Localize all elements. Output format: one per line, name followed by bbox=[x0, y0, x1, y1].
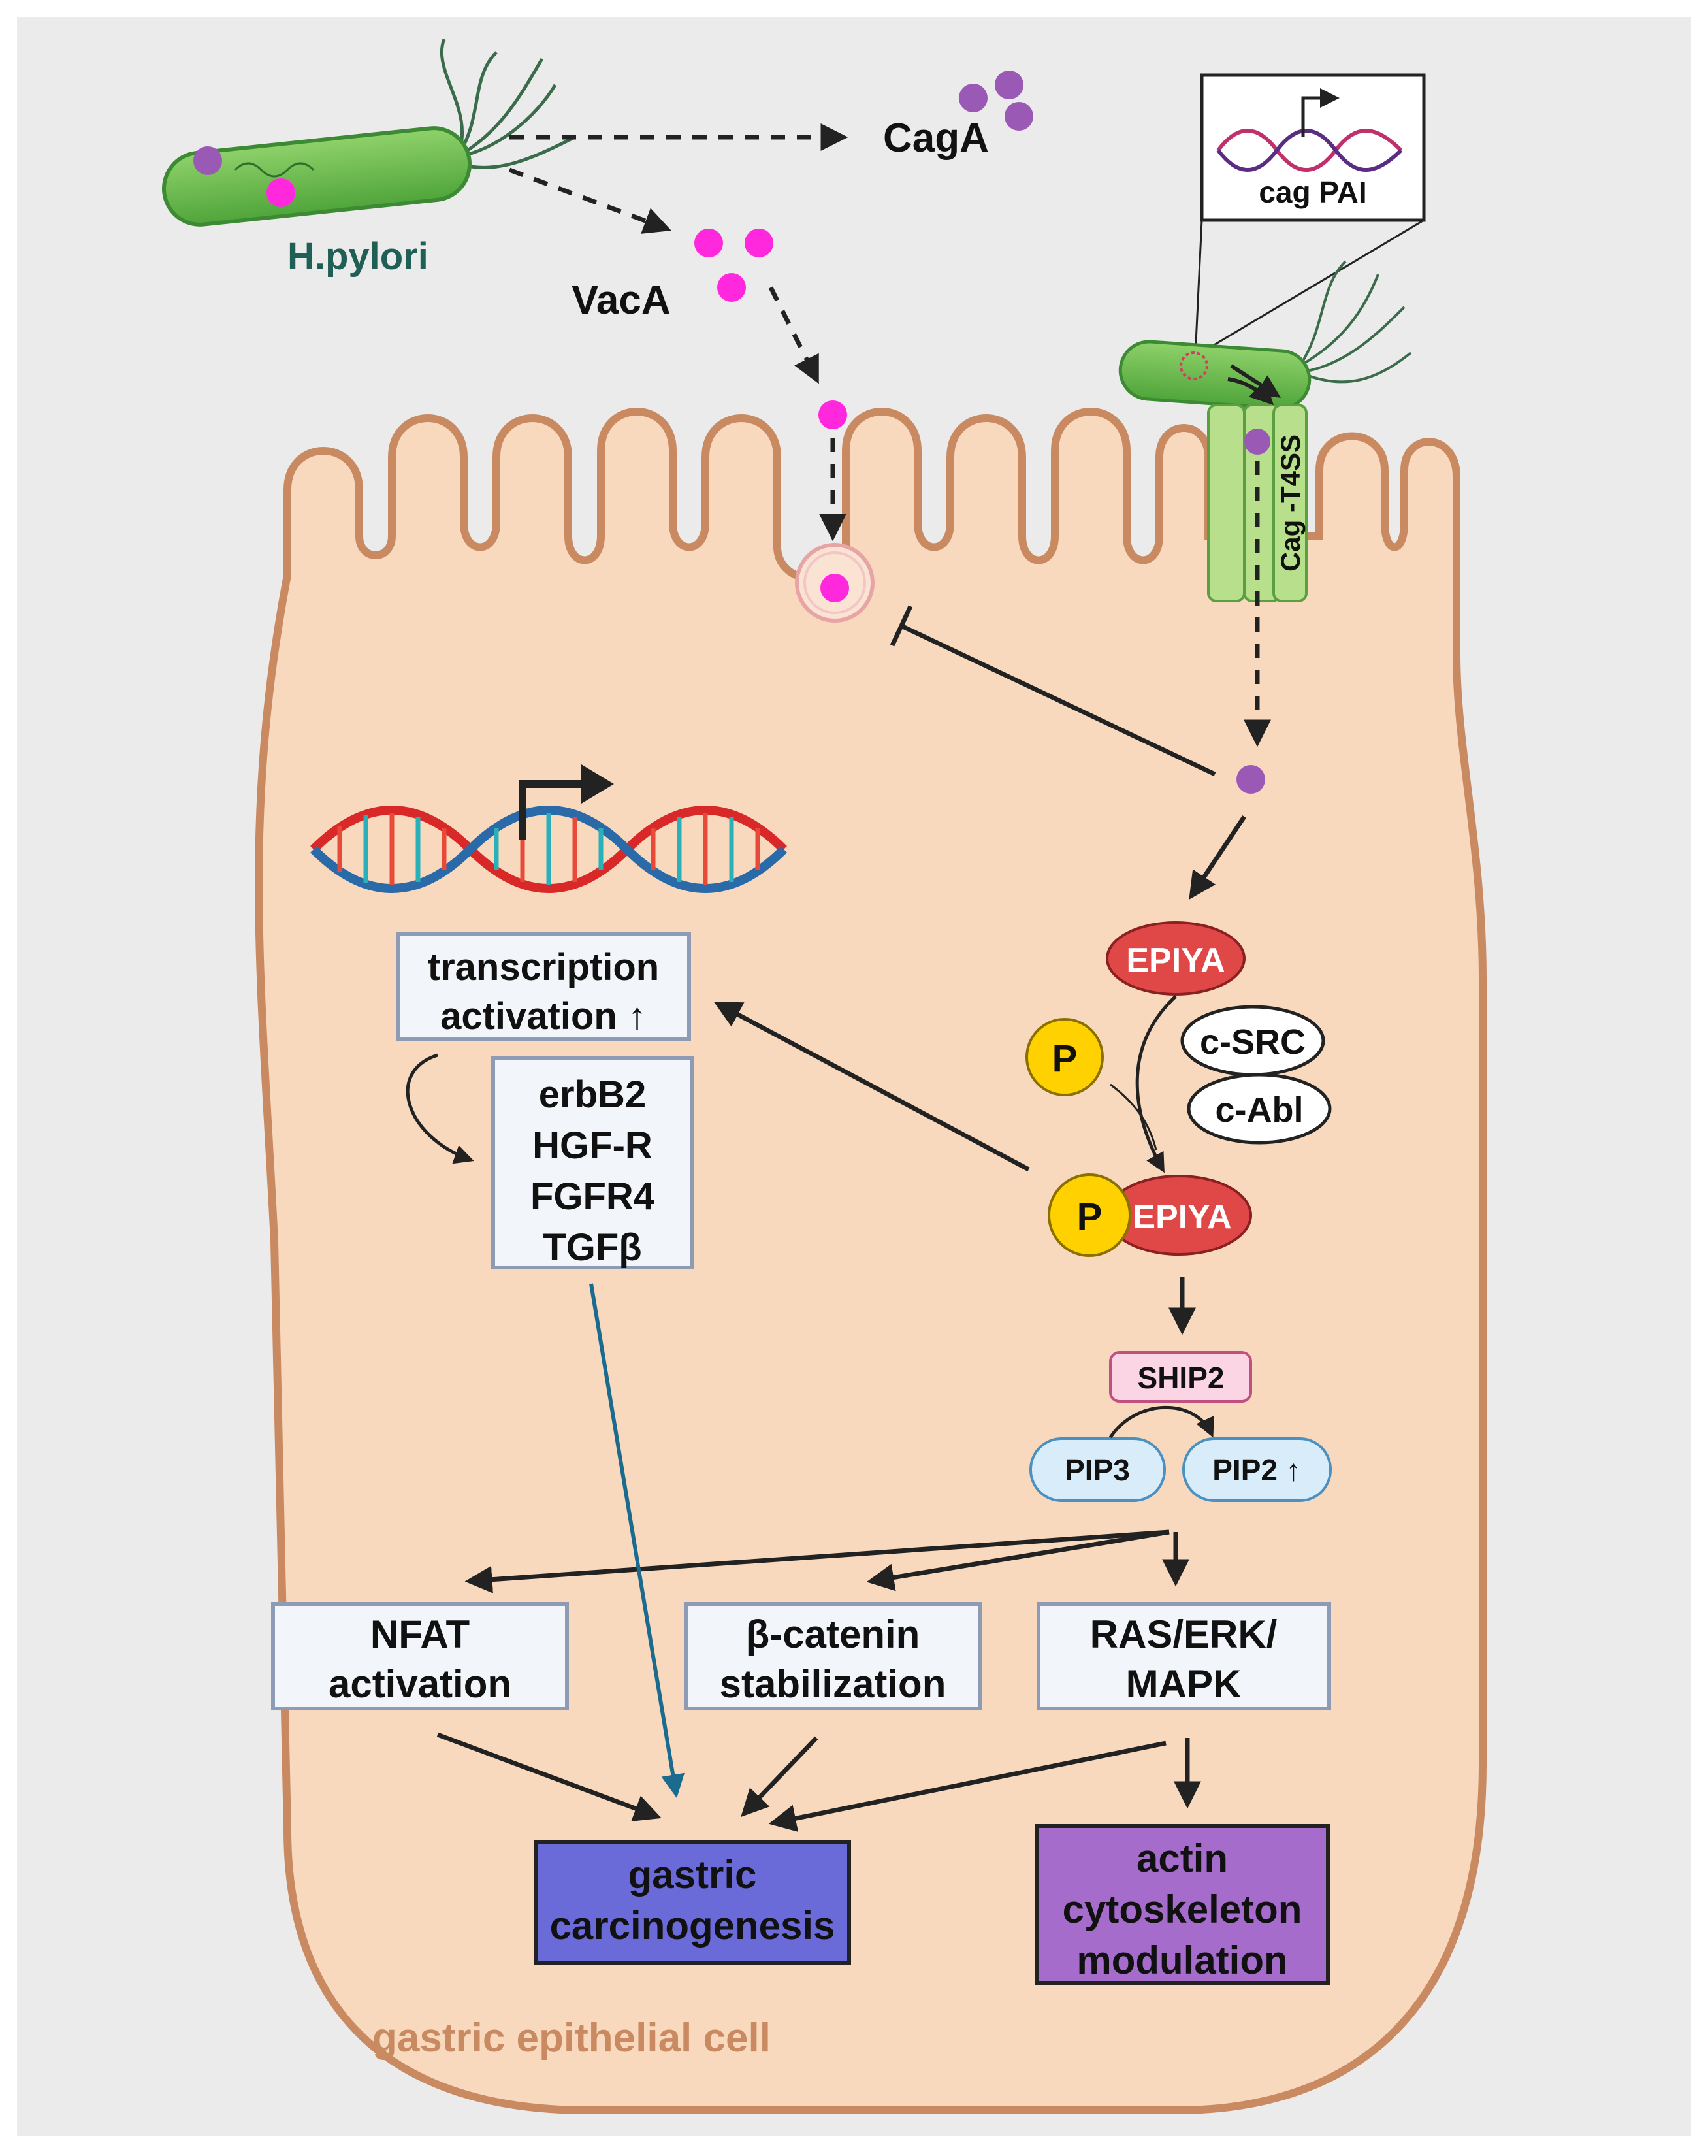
catenin-box bbox=[684, 1602, 982, 1710]
vaca-label: VacA bbox=[572, 278, 671, 323]
t4ss-column bbox=[1272, 404, 1308, 602]
arrow-to-nfat bbox=[464, 1529, 1170, 1593]
gene-erbb2: erbB2 bbox=[539, 1073, 646, 1116]
nfat-box bbox=[271, 1602, 569, 1710]
phospho-p-label: P bbox=[1077, 1196, 1103, 1238]
vacuole-inner-ring bbox=[803, 551, 866, 614]
cag-pai-pointer bbox=[1195, 219, 1425, 357]
transcription-line-1: transcription bbox=[428, 946, 660, 988]
arrow-to-transcription bbox=[713, 1002, 1030, 1172]
caga-particle bbox=[995, 71, 1023, 99]
pip2-pill bbox=[1182, 1437, 1332, 1502]
arrow-nfat-to-carcinogenesis bbox=[436, 1732, 662, 1821]
vaca-particle bbox=[694, 229, 723, 257]
c-abl-label: c-Abl bbox=[1216, 1090, 1304, 1130]
h-pylori-bacterium bbox=[161, 39, 576, 227]
c-abl-kinase bbox=[1187, 1073, 1332, 1145]
carcinogenesis-line-2: carcinogenesis bbox=[550, 1904, 835, 1948]
inhibition-line bbox=[900, 623, 1216, 777]
epiya-label: EPIYA bbox=[1126, 941, 1225, 979]
catenin-line-2: stabilization bbox=[720, 1662, 946, 1706]
caga-particle bbox=[1005, 102, 1033, 131]
vaca-particle bbox=[717, 273, 746, 302]
h-pylori-label: H.pylori bbox=[287, 235, 428, 278]
ship2-label: SHIP2 bbox=[1138, 1361, 1225, 1395]
actin-line-3: modulation bbox=[1076, 1938, 1287, 1982]
gene-fgfr4: FGFR4 bbox=[530, 1175, 654, 1218]
actin-box bbox=[1035, 1824, 1330, 1985]
phosphate-transfer-line bbox=[1110, 1083, 1157, 1151]
cell-label: gastric epithelial cell bbox=[372, 2016, 771, 2061]
caga-in-cell bbox=[1236, 765, 1265, 794]
arrow-caga-to-epiya bbox=[1189, 815, 1246, 900]
catenin-line-1: β-catenin bbox=[746, 1612, 920, 1656]
dna-helix-icon bbox=[310, 764, 787, 893]
phospho-p bbox=[1048, 1173, 1131, 1257]
nfat-line-1: NFAT bbox=[370, 1612, 470, 1656]
vaca-particle bbox=[818, 400, 847, 429]
ras-line-1: RAS/ERK/ bbox=[1090, 1612, 1278, 1656]
pip3-pill bbox=[1029, 1437, 1166, 1502]
actin-line-2: cytoskeleton bbox=[1063, 1887, 1302, 1931]
cag-pai-dna-icon bbox=[1216, 88, 1403, 172]
arrow-ras-to-carcinogenesis bbox=[768, 1740, 1167, 1832]
phosphate-label: P bbox=[1052, 1037, 1078, 1080]
t4ss-label: Cag -T4SS bbox=[1275, 434, 1306, 572]
phospho-epiya-label: EPIYA bbox=[1133, 1198, 1231, 1236]
arrow-to-vaca bbox=[508, 167, 671, 234]
arrow-transcription-to-genes bbox=[406, 1053, 474, 1164]
gene-hgf-r: HGF-R bbox=[532, 1124, 653, 1167]
arrow-pai-to-t4ss-2 bbox=[1230, 364, 1281, 398]
caga-label: CagA bbox=[883, 116, 989, 161]
inhibition-bar bbox=[890, 605, 913, 647]
gene-tgfb: TGFβ bbox=[543, 1226, 641, 1269]
ras-line-2: MAPK bbox=[1126, 1662, 1242, 1706]
carcinogenesis-box bbox=[534, 1840, 851, 1965]
pip3-label: PIP3 bbox=[1065, 1453, 1130, 1487]
phosphate-p bbox=[1025, 1018, 1104, 1096]
arrow-vaca-down bbox=[768, 286, 819, 384]
arrow-phosphorylation bbox=[1135, 995, 1177, 1173]
arrow-genes-to-carcinogenesis bbox=[589, 1283, 685, 1799]
t4ss-column bbox=[1207, 404, 1246, 602]
cag-pai-pointer bbox=[1194, 220, 1203, 357]
arrow-to-catenin bbox=[866, 1529, 1170, 1592]
caga-particle bbox=[959, 84, 988, 112]
caga-in-t4ss bbox=[1244, 429, 1270, 455]
vaca-in-vacuole bbox=[820, 574, 849, 602]
actin-line-1: actin bbox=[1136, 1837, 1228, 1880]
arrow-catenin-to-carcinogenesis bbox=[741, 1736, 818, 1818]
nfat-line-2: activation bbox=[329, 1662, 511, 1706]
genes-box bbox=[491, 1056, 694, 1269]
carcinogenesis-line-1: gastric bbox=[628, 1853, 757, 1897]
transcription-box bbox=[396, 932, 691, 1041]
vaca-particle bbox=[745, 229, 773, 257]
arrow-pip3-to-pip2 bbox=[1108, 1405, 1214, 1439]
transcription-line-2: activation ↑ bbox=[440, 995, 647, 1037]
pip2-label: PIP2 ↑ bbox=[1212, 1453, 1301, 1487]
arrow-pai-to-t4ss bbox=[1227, 377, 1274, 406]
ship2-box bbox=[1109, 1351, 1252, 1403]
cag-pai-label: cag PAI bbox=[1259, 175, 1366, 209]
ras-box bbox=[1037, 1602, 1331, 1710]
epiya-motif bbox=[1106, 921, 1246, 996]
c-src-label: c-SRC bbox=[1200, 1022, 1306, 1062]
